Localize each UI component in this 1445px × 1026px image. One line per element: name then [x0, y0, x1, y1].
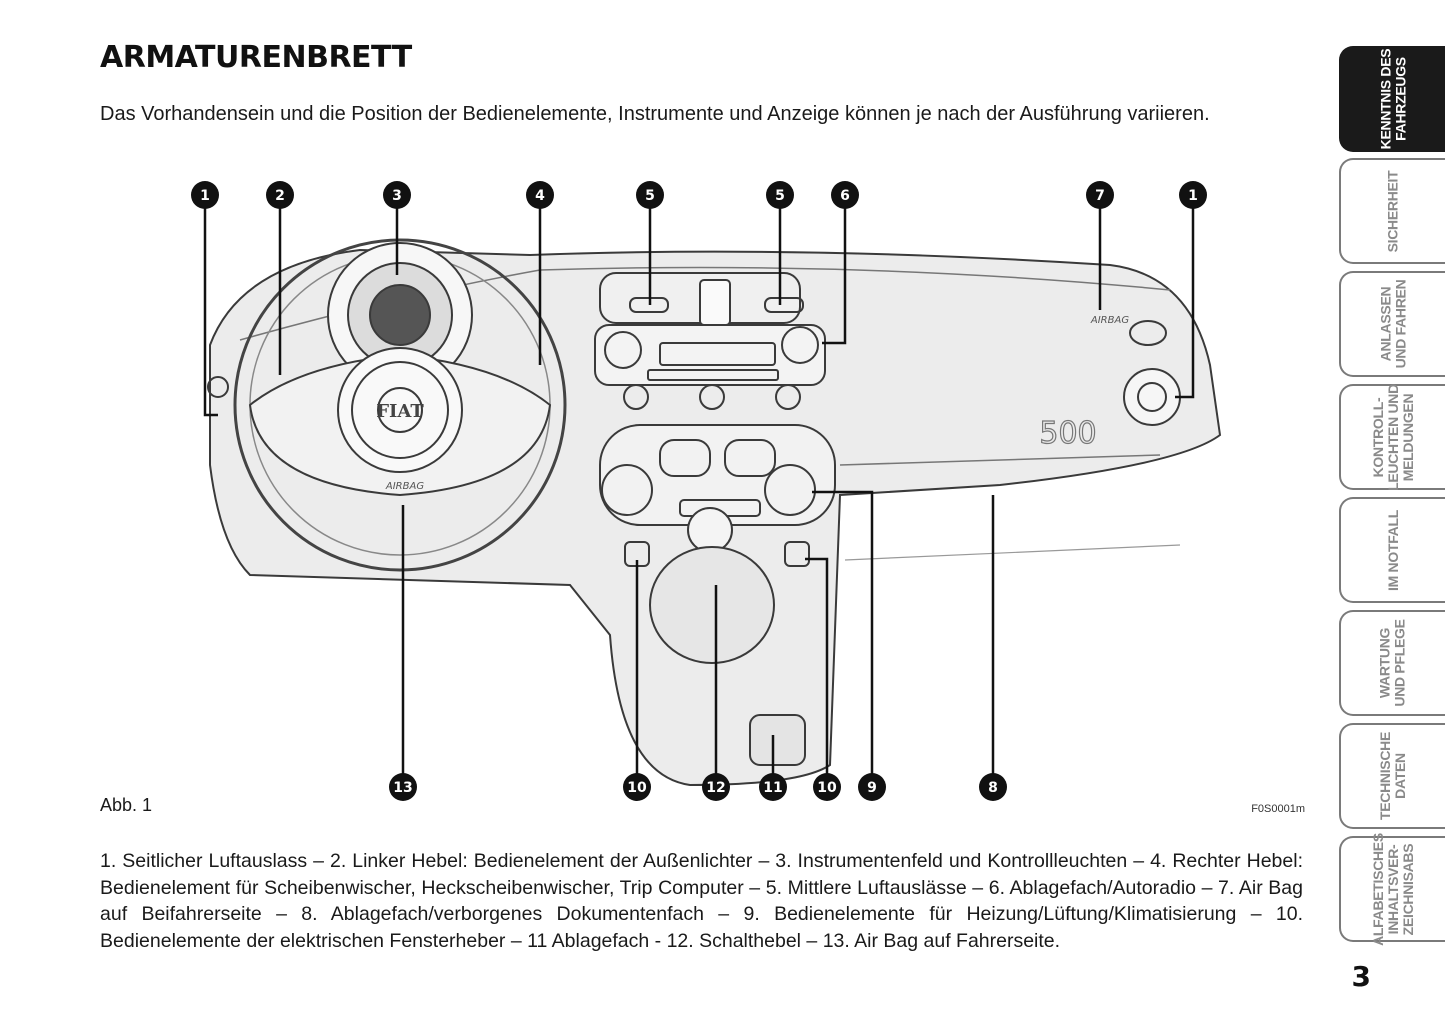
tab-label: WARTUNG UND PFLEGE [1376, 619, 1408, 707]
tab-anlassen-und-fahren[interactable]: ANLASSEN UND FAHREN [1339, 271, 1445, 377]
tab-wartung-und-pflege[interactable]: WARTUNG UND PFLEGE [1339, 610, 1445, 716]
marker-12: 12 [702, 773, 730, 801]
chapter-tabs: KENNTNIS DES FAHRZEUGS SICHERHEIT ANLASS… [1339, 46, 1445, 951]
dashboard-figure: FIAT AIRBAG AIRBAG 500 1 2 3 [100, 165, 1310, 815]
svg-text:11: 11 [763, 780, 782, 796]
svg-text:7: 7 [1095, 188, 1105, 204]
page-title: ARMATURENBRETT [100, 40, 412, 75]
dashboard-illustration: FIAT AIRBAG AIRBAG 500 1 2 3 [191, 181, 1222, 801]
figure-caption: Abb. 1 [100, 795, 153, 815]
marker-5-left: 5 [636, 181, 664, 209]
tab-sicherheit[interactable]: SICHERHEIT [1339, 158, 1445, 264]
tab-label: ANLASSEN UND FAHREN [1377, 279, 1408, 369]
marker-7: 7 [1086, 181, 1114, 209]
marker-8: 8 [979, 773, 1007, 801]
marker-3: 3 [383, 181, 411, 209]
tab-label: SICHERHEIT [1384, 170, 1401, 252]
marker-6: 6 [831, 181, 859, 209]
bottom-markers: 13 10 12 11 10 9 8 [389, 773, 1007, 801]
marker-11: 11 [759, 773, 787, 801]
svg-text:13: 13 [393, 780, 412, 796]
svg-text:5: 5 [775, 188, 785, 204]
top-markers: 1 2 3 4 5 5 6 7 1 [191, 181, 1207, 209]
svg-text:5: 5 [645, 188, 655, 204]
svg-text:4: 4 [535, 188, 545, 204]
marker-10-left: 10 [623, 773, 651, 801]
figure-legend: 1. Seitlicher Luftauslass – 2. Linker He… [100, 850, 1303, 952]
tab-label: ALFABETISCHES INHALTSVER- ZEICHNISABS [1369, 832, 1416, 946]
tab-label: IM NOTFALL [1384, 509, 1401, 591]
marker-4: 4 [526, 181, 554, 209]
steering-wheel [233, 238, 567, 572]
tab-kenntnis-des-fahrzeugs[interactable]: KENNTNIS DES FAHRZEUGS [1339, 46, 1445, 152]
driver-airbag-label: AIRBAG [385, 481, 424, 492]
tab-technische-daten[interactable]: TECHNISCHE DATEN [1339, 723, 1445, 829]
marker-1-right: 1 [1179, 181, 1207, 209]
gear-knob [687, 507, 733, 553]
tab-alfabetisches-verzeichnis[interactable]: ALFABETISCHES INHALTSVER- ZEICHNISABS [1339, 833, 1445, 945]
svg-text:1: 1 [1188, 188, 1198, 204]
wheel-logo: FIAT [376, 401, 424, 422]
tab-label: TECHNISCHE DATEN [1376, 731, 1408, 821]
marker-13: 13 [389, 773, 417, 801]
intro-text: Das Vorhandensein und die Position der B… [100, 103, 1210, 125]
marker-5-right: 5 [766, 181, 794, 209]
svg-text:10: 10 [817, 780, 837, 796]
tab-im-notfall[interactable]: IM NOTFALL [1339, 497, 1445, 603]
passenger-airbag-label: AIRBAG [1090, 315, 1129, 326]
svg-text:9: 9 [867, 780, 877, 796]
svg-text:8: 8 [988, 780, 998, 796]
marker-1-left: 1 [191, 181, 219, 209]
svg-text:2: 2 [275, 188, 285, 204]
svg-text:6: 6 [840, 188, 850, 204]
marker-9: 9 [858, 773, 886, 801]
svg-text:1: 1 [200, 188, 210, 204]
tab-label: KENNTNIS DES FAHRZEUGS [1376, 48, 1408, 150]
tab-kontrollleuchten[interactable]: KONTROLL- LEUCHTEN UND MELDUNGEN [1339, 384, 1445, 490]
svg-text:12: 12 [706, 780, 725, 796]
svg-text:3: 3 [392, 188, 402, 204]
gear-boot [649, 546, 775, 664]
page-number: 3 [1351, 960, 1371, 993]
svg-text:10: 10 [627, 780, 647, 796]
steering-hub [337, 347, 463, 473]
dash-badge: 500 [1039, 416, 1096, 451]
tab-label: KONTROLL- LEUCHTEN UND MELDUNGEN [1369, 383, 1416, 491]
marker-2: 2 [266, 181, 294, 209]
figure-code: F0S0001m [1251, 803, 1305, 815]
marker-10-right: 10 [813, 773, 841, 801]
